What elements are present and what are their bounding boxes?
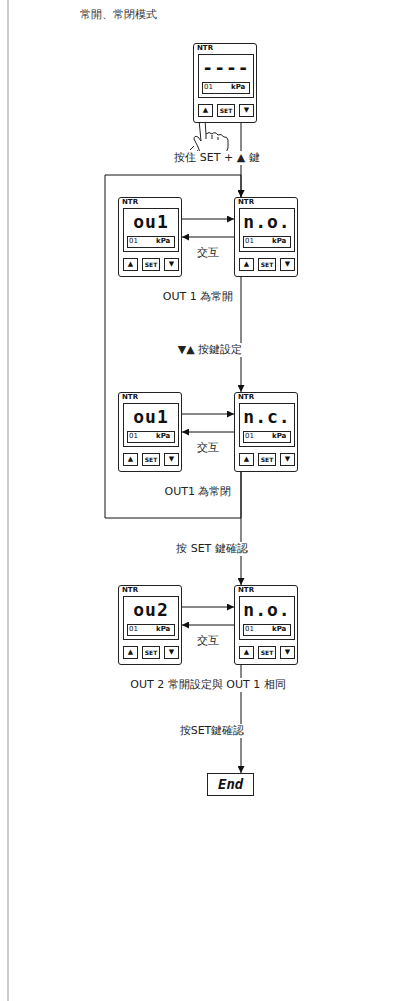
up-key: ▲	[123, 258, 138, 271]
channel-number: 01	[129, 433, 138, 440]
main-display: ----	[198, 57, 254, 78]
unit-label: kPa	[156, 626, 170, 633]
brand-label: NTR	[238, 394, 254, 401]
set-key: SET	[217, 104, 235, 117]
unit-label: kPa	[272, 238, 286, 245]
main-display: n.o.	[239, 599, 295, 620]
channel-number: 01	[129, 626, 138, 633]
controller-device: NTR ---- 01 kPa ▲ SET ▼	[193, 43, 257, 123]
set-key: SET	[142, 646, 160, 659]
brand-label: NTR	[197, 45, 213, 52]
step-instruction: ▼▲ 按鍵設定	[176, 343, 244, 357]
flow-arrow	[182, 237, 234, 238]
down-key: ▼	[164, 646, 179, 659]
flow-arrow	[241, 277, 242, 392]
step-instruction: 按 SET 鍵確認	[174, 542, 250, 556]
up-key: ▲	[123, 453, 138, 466]
up-key: ▲	[239, 646, 254, 659]
controller-device: NTR n.o. 01 kPa ▲ SET ▼	[234, 585, 298, 665]
down-key: ▼	[280, 453, 295, 466]
brand-label: NTR	[122, 587, 138, 594]
controller-device: NTR ou2 01 kPa ▲ SET ▼	[118, 585, 182, 665]
down-key: ▼	[239, 104, 254, 117]
unit-label: kPa	[156, 238, 170, 245]
hand-knuckles	[206, 134, 218, 140]
flow-arrow	[182, 432, 234, 433]
flow-arrow	[241, 472, 242, 585]
set-key: SET	[142, 453, 160, 466]
channel-number: 01	[204, 84, 213, 91]
flow-arrow	[182, 219, 234, 220]
unit-label: kPa	[156, 433, 170, 440]
brand-label: NTR	[238, 587, 254, 594]
flow-arrow	[182, 625, 234, 626]
step-instruction: 按SET鍵確認	[178, 724, 247, 738]
set-key: SET	[142, 258, 160, 271]
main-display: ou1	[123, 211, 179, 232]
channel-number: 01	[245, 433, 254, 440]
main-display: ou1	[123, 406, 179, 427]
unit-label: kPa	[272, 626, 286, 633]
set-key: SET	[258, 453, 276, 466]
controller-device: NTR ou1 01 kPa ▲ SET ▼	[118, 197, 182, 277]
channel-number: 01	[129, 238, 138, 245]
end-display: End	[207, 773, 254, 796]
brand-label: NTR	[238, 199, 254, 206]
brand-label: NTR	[122, 394, 138, 401]
main-display: ou2	[123, 599, 179, 620]
down-key: ▼	[280, 646, 295, 659]
set-key: SET	[258, 258, 276, 271]
down-key: ▼	[164, 258, 179, 271]
step-note: 交互	[195, 246, 221, 260]
step-instruction: 按住 SET + ▲ 鍵	[172, 151, 261, 165]
page-title: 常開、常閉模式	[80, 8, 157, 22]
controller-device: NTR ou1 01 kPa ▲ SET ▼	[118, 392, 182, 472]
page-rule	[8, 0, 9, 1001]
flow-arrow	[182, 414, 234, 415]
down-key: ▼	[164, 453, 179, 466]
controller-device: NTR n.c. 01 kPa ▲ SET ▼	[234, 392, 298, 472]
display-text: End	[218, 777, 243, 792]
unit-label: kPa	[272, 433, 286, 440]
step-note: 交互	[195, 441, 221, 455]
up-key: ▲	[123, 646, 138, 659]
flow-arrow	[182, 607, 234, 608]
step-note: 交互	[195, 634, 221, 648]
controller-device: NTR n.o. 01 kPa ▲ SET ▼	[234, 197, 298, 277]
channel-number: 01	[245, 238, 254, 245]
step-note: OUT1 為常閉	[163, 485, 234, 499]
set-key: SET	[258, 646, 276, 659]
main-display: n.c.	[239, 406, 295, 427]
channel-number: 01	[245, 626, 254, 633]
down-key: ▼	[280, 258, 295, 271]
up-key: ▲	[239, 258, 254, 271]
unit-label: kPa	[231, 84, 245, 91]
main-display: n.o.	[239, 211, 295, 232]
step-note: OUT 2 常開設定與 OUT 1 相同	[128, 678, 287, 692]
up-key: ▲	[198, 104, 213, 117]
brand-label: NTR	[122, 199, 138, 206]
up-key: ▲	[239, 453, 254, 466]
step-note: OUT 1 為常開	[161, 290, 235, 304]
